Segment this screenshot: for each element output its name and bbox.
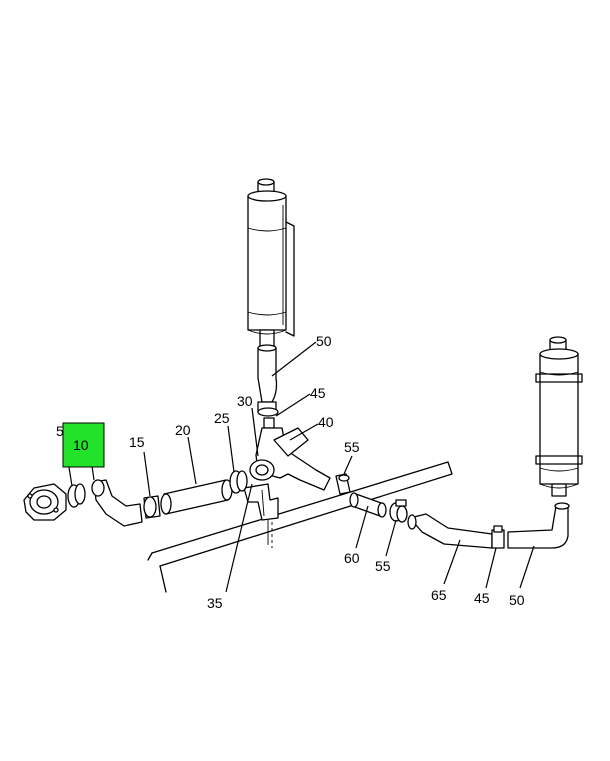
y-pipe	[249, 427, 331, 491]
callout-60[interactable]: 60	[344, 550, 360, 566]
callout-25[interactable]: 25	[214, 410, 230, 426]
callout-15[interactable]: 15	[129, 434, 145, 450]
bracket	[243, 483, 279, 521]
tail-pipe-right	[507, 502, 570, 549]
callout-labels: 5 10 15 20 25 30 35 40 45 50 55 60 55 65…	[56, 333, 525, 611]
coupler-15	[143, 495, 161, 519]
elbow-10	[91, 479, 143, 527]
clamp-5	[67, 483, 86, 508]
callout-45-lower[interactable]: 45	[474, 590, 490, 606]
callout-65[interactable]: 65	[431, 587, 447, 603]
frame-rail	[147, 461, 453, 593]
callout-45-upper[interactable]: 45	[310, 385, 326, 401]
callout-35[interactable]: 35	[207, 595, 223, 611]
clamp-55-right	[389, 499, 408, 523]
clamp-25	[229, 470, 248, 494]
upper-muffler	[247, 178, 295, 349]
turbo-outlet-flange	[23, 483, 67, 521]
clamp-upper	[257, 401, 279, 429]
right-muffler	[535, 336, 583, 497]
callout-30[interactable]: 30	[237, 393, 253, 409]
callout-20[interactable]: 20	[175, 422, 191, 438]
callout-10-highlight[interactable]	[62, 422, 105, 468]
callout-50-upper[interactable]: 50	[316, 333, 332, 349]
pipe-60	[349, 492, 387, 518]
tail-pipe-upper	[257, 344, 278, 403]
pipe-65	[407, 513, 493, 549]
callout-55-left[interactable]: 55	[344, 439, 360, 455]
clamp-55-left	[335, 473, 351, 495]
clamp-lower	[491, 525, 505, 549]
callout-40[interactable]: 40	[318, 414, 334, 430]
callout-50-lower[interactable]: 50	[509, 592, 525, 608]
callout-5[interactable]: 5	[56, 423, 64, 439]
callout-10[interactable]: 10	[73, 437, 89, 453]
pipe-20	[160, 479, 233, 515]
callout-55-right[interactable]: 55	[375, 558, 391, 574]
